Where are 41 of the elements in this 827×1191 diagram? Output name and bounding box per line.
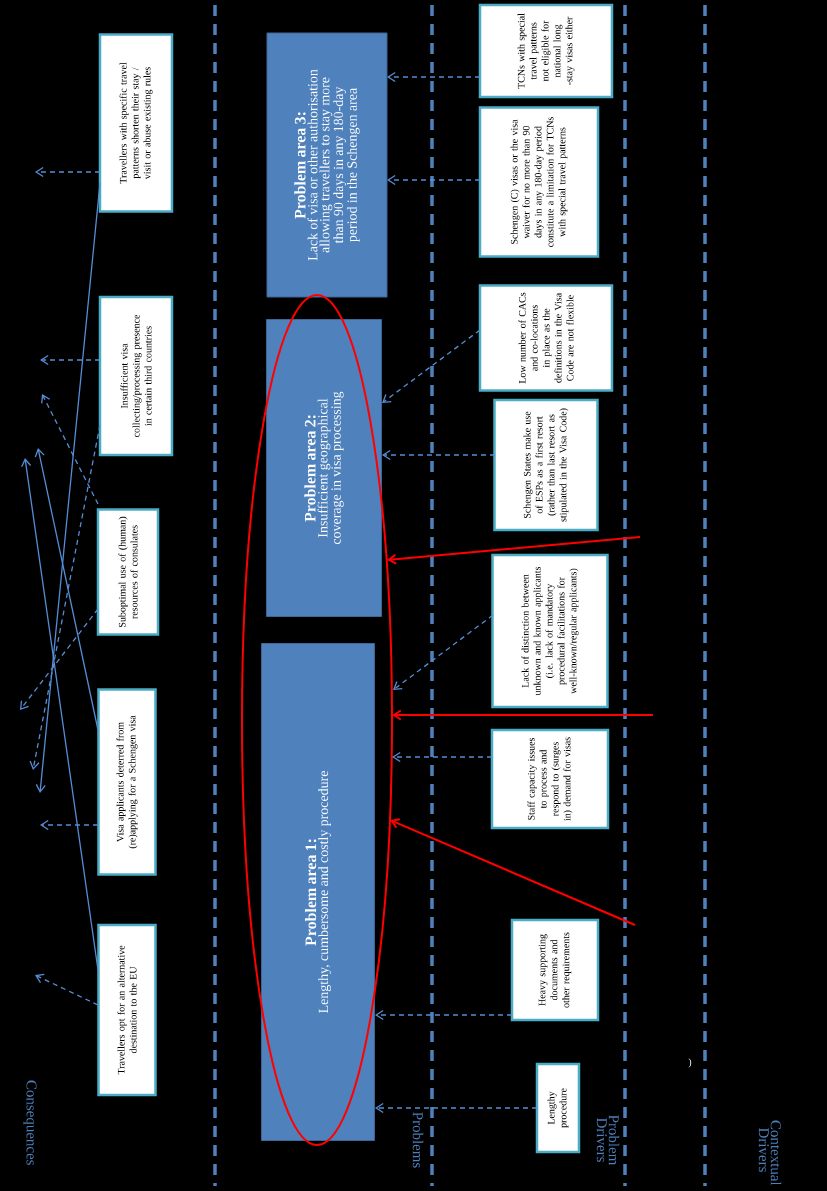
text-box: Heavy supporting documents and other requirements — [510, 918, 600, 1022]
row-label: Consequences — [23, 1080, 37, 1165]
dashed-arrow — [41, 394, 99, 505]
dashed-arrow — [35, 973, 99, 1006]
dashed-arrow — [382, 449, 496, 461]
text-box: Lengthy procedure — [535, 1062, 581, 1154]
text-box: Insufficient visa collecting/processing presence in certain third countries — [98, 295, 174, 457]
row-label: Problem Drivers — [596, 1115, 620, 1166]
dashed-arrow — [40, 354, 101, 366]
text-box: Travellers opt for an alternative destination to the EU — [97, 923, 157, 1097]
highlight-ellipse — [241, 294, 393, 1146]
text-box: Schengen States make use of ESPs as a first resort (rather than last resort as stipulated in the Visa Code) — [493, 398, 599, 532]
dashed-arrow — [387, 174, 481, 186]
dashed-arrow — [387, 71, 481, 83]
text-box: Visa applicants deterred from (re)applying for a Schengen visa — [97, 688, 157, 876]
dashed-arrow — [35, 166, 101, 178]
dashed-arrow — [20, 608, 99, 710]
text-box: Low number of CACs and co-locations in place as the definitions in the Visa Code are not flexible — [478, 284, 614, 392]
arrow — [35, 182, 101, 793]
text-box: Travellers with specific travel patterns shorten their stay / visit or abuse existing rules — [98, 33, 174, 213]
text-box: Lack of distinction between unknown and known applicants (i.e. lack of mandatory procedural facilitations for well-known/regular applicants) — [491, 553, 609, 709]
dashed-arrow — [375, 1102, 538, 1114]
text-box: Schengen (C) visas or the visa waiver for no more than 90 days in any 180-day period constitute a limitation for TCNs with special travel patterns — [478, 106, 600, 258]
row-label: Problems — [412, 1112, 424, 1168]
dashed-arrow — [382, 329, 481, 403]
dashed-arrow — [375, 1009, 513, 1021]
arrow — [387, 536, 641, 565]
arrow — [390, 818, 636, 926]
problem-box: Problem area 3: Lack of visa or other authorisation allowing travellers to stay more than 90 days in any 180-day period in the Schengen area — [266, 32, 388, 298]
dashed-arrow — [40, 819, 99, 831]
dashed-arrow — [393, 614, 494, 690]
text-box: Suboptimal use of (human) resources of consulates — [96, 508, 160, 636]
row-label: ) — [688, 1058, 692, 1068]
arrow — [34, 448, 99, 731]
dashed-arrow — [392, 751, 493, 763]
text-box: Staff capacity issues to process and respond to (surges in) demand for visas — [490, 728, 610, 830]
arrow — [392, 709, 654, 721]
arrow — [21, 458, 99, 971]
row-label: Contextual Drivers — [758, 1120, 782, 1186]
text-box: TCNs with special travel patterns not eligible for national long -stay visas either — [478, 3, 614, 99]
dashed-arrow — [29, 424, 101, 770]
